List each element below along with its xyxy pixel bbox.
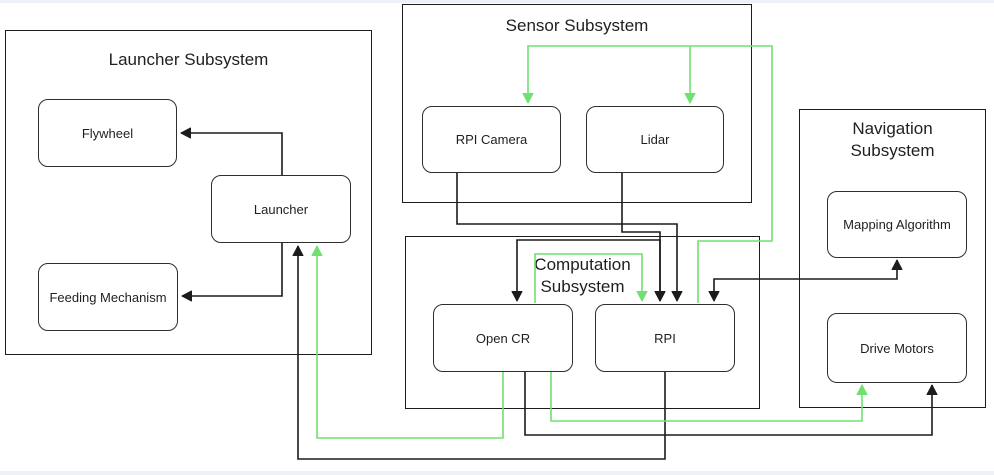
node-feeding-mechanism-label: Feeding Mechanism [49, 289, 167, 305]
node-rpi-camera: RPI Camera [422, 106, 561, 173]
node-open-cr-label: Open CR [475, 330, 531, 346]
launcher-subsystem-title: Launcher Subsystem [108, 50, 269, 69]
node-lidar: Lidar [586, 106, 724, 173]
node-drive-motors: Drive Motors [827, 313, 967, 383]
canvas-frame-top [0, 0, 994, 3]
computation-subsystem-title: Computation Subsystem [534, 255, 631, 296]
navigation-subsystem-title: Navigation Subsystem [850, 119, 935, 160]
node-rpi: RPI [595, 304, 735, 372]
node-rpi-camera-label: RPI Camera [455, 132, 528, 147]
launcher-subsystem-container: Launcher Subsystem [5, 30, 372, 355]
node-mapping-algorithm-label: Mapping Algorithm [843, 217, 951, 232]
sensor-subsystem-title: Sensor Subsystem [505, 16, 649, 35]
node-lidar-label: Lidar [640, 132, 670, 147]
sensor-subsystem-container: Sensor Subsystem [402, 4, 752, 203]
node-drive-motors-label: Drive Motors [860, 340, 934, 356]
node-open-cr: Open CR [433, 304, 573, 372]
node-flywheel-label: Flywheel [81, 125, 134, 141]
node-launcher-label: Launcher [253, 201, 309, 217]
node-rpi-label: RPI [654, 330, 676, 346]
node-feeding-mechanism: Feeding Mechanism [38, 263, 178, 331]
node-launcher: Launcher [211, 175, 351, 243]
node-flywheel: Flywheel [38, 99, 177, 167]
canvas-frame-bottom [0, 471, 994, 475]
node-mapping-algorithm: Mapping Algorithm [827, 191, 967, 258]
